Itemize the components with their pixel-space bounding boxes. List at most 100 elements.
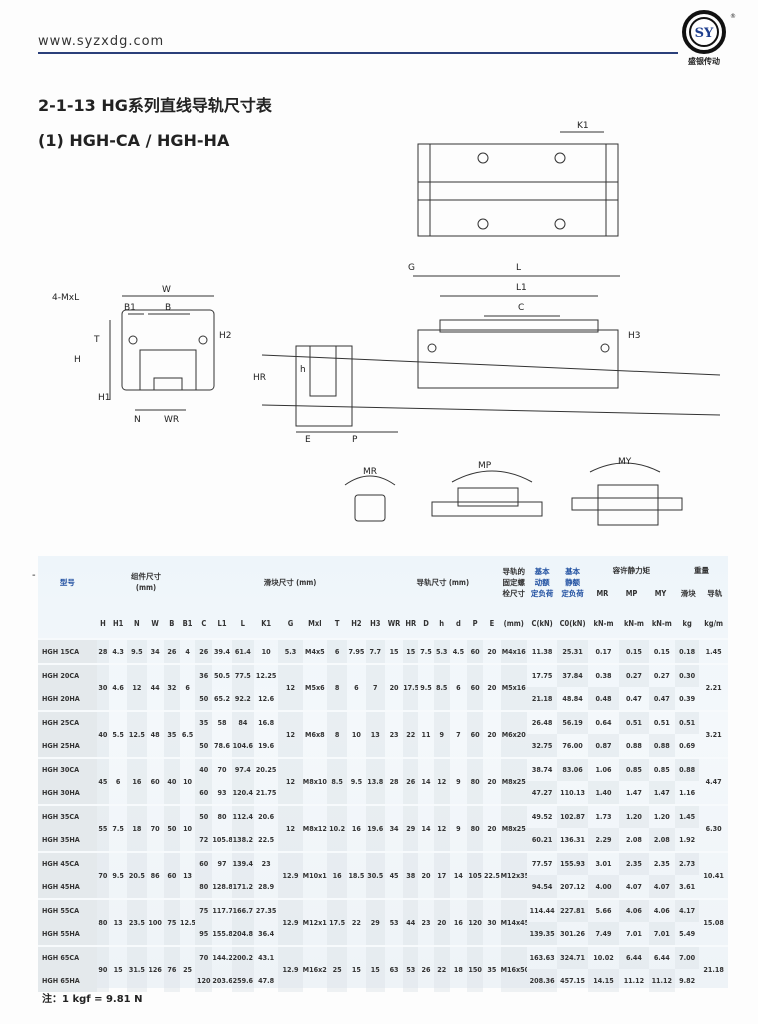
moment-label: 容许静力矩	[612, 566, 651, 575]
cell-l1: 144.2	[212, 944, 232, 969]
cell-d: 26	[418, 944, 434, 992]
cell-ckn: 208.36	[526, 969, 558, 992]
cell-ckn: 11.38	[526, 638, 558, 664]
cell-t: 17.5	[327, 897, 348, 946]
cell-p: 120	[467, 897, 484, 946]
cell-h3: 15	[365, 944, 385, 992]
cell-l1: 155.8	[212, 928, 232, 938]
model-cell: HGH 25CA	[38, 709, 97, 734]
website-url[interactable]: www.syzxdg.com	[38, 34, 165, 49]
cell-l: 138.2	[231, 828, 254, 852]
col-header: K1	[261, 618, 272, 628]
cell-mp: 2.08	[625, 834, 642, 844]
cell-n: 23.5	[127, 897, 147, 946]
cell-mp: 0.15	[619, 638, 649, 664]
cell-d: 14	[449, 850, 468, 899]
cell-ckn: 32.75	[526, 734, 558, 758]
cell-bolt: M12x35	[500, 850, 527, 899]
header-rule	[38, 52, 678, 54]
svg-text:H1: H1	[98, 393, 111, 403]
col-group-static-load: 基本 静额 定负荷	[561, 566, 584, 598]
cell-mp: 7.01	[625, 928, 642, 938]
cell-c0: 324.71	[557, 944, 588, 969]
page-title: 2-1-13 HG系列直线导轨尺寸表	[38, 96, 272, 115]
cell-wr: 63	[384, 944, 404, 992]
cell-hr: 26	[403, 756, 419, 805]
cell-k1: 20.25	[253, 756, 279, 781]
cell-b: 76	[163, 944, 180, 992]
cell-kg: 0.88	[674, 756, 700, 781]
cell-k1: 22.5	[258, 834, 275, 844]
cell-kg: 1.92	[679, 834, 696, 844]
cell-c: 95	[195, 922, 213, 946]
col-header: (mm)	[503, 618, 524, 628]
cell-d: 9.5	[418, 662, 434, 711]
cell-e: 20	[483, 662, 501, 711]
svg-text:®: ®	[730, 13, 736, 20]
cell-bolt: M8x25	[500, 756, 527, 805]
cell-h: 80	[96, 897, 109, 946]
cell-k1: 47.8	[258, 975, 275, 985]
cell-g: 12.9	[278, 944, 303, 992]
cell-mp: 2.35	[619, 850, 649, 875]
cell-l1: 97	[212, 850, 232, 875]
col-header: WR	[387, 618, 401, 628]
cell-kg: 9.82	[679, 975, 696, 985]
cell-mp: 4.07	[625, 881, 642, 891]
cell-d: 7	[449, 709, 468, 758]
cell-h2: 16	[347, 803, 366, 852]
col-header: H3	[370, 618, 381, 628]
cell-l: 120.4	[231, 781, 254, 805]
cell-mxl: M4x5	[302, 638, 328, 664]
model-cell: HGH 30HA	[38, 781, 97, 805]
cell-n: 16	[127, 756, 147, 805]
cell-mr: 0.87	[587, 734, 620, 758]
cell-rail_kg: 4.47	[699, 756, 728, 805]
cell-g: 12	[278, 756, 303, 805]
cell-p: 80	[467, 756, 484, 805]
cell-c0: 76.00	[562, 740, 583, 750]
model-cell: HGH 20CA	[38, 662, 97, 687]
cell-b1: 13	[179, 850, 196, 899]
cell-mp: 6.44	[619, 944, 649, 969]
cell-mp: 1.47	[625, 787, 642, 797]
svg-text:C: C	[518, 303, 524, 313]
col-header: kg	[682, 618, 692, 628]
cell-h: 20	[433, 897, 450, 946]
cell-k1: 19.6	[258, 740, 275, 750]
cell-ckn: 163.63	[526, 944, 558, 969]
technical-drawings: K1 G L L1 C H3 h HR E P W B1 B 4-MxL T H…	[52, 121, 721, 526]
cell-k1: 27.35	[253, 897, 279, 922]
cell-d: 11	[418, 709, 434, 758]
cell-h2: 9.5	[347, 756, 366, 805]
cell-d: 14	[418, 756, 434, 805]
col-header: G	[287, 618, 294, 628]
svg-text:L: L	[516, 263, 521, 273]
company-logo: SY ® 盛银传动	[682, 10, 736, 66]
svg-text:K1: K1	[577, 121, 589, 131]
model-cell: HGH 65HA	[38, 969, 97, 992]
cell-hr: 22	[403, 709, 419, 758]
cell-p: 60	[467, 638, 484, 664]
cell-mr: 10.02	[587, 944, 620, 969]
cell-mr: 4.00	[587, 875, 620, 899]
cell-mr: 0.64	[587, 709, 620, 734]
cell-l: 204.8	[231, 922, 254, 946]
cell-my: 4.06	[648, 897, 675, 922]
cell-l1: 128.8	[212, 881, 232, 891]
model-cell: HGH 45CA	[38, 850, 97, 875]
cell-d: 9	[449, 756, 468, 805]
svg-text:MP: MP	[478, 461, 492, 471]
cell-my: 2.35	[648, 850, 675, 875]
cell-h1: 4.6	[109, 662, 128, 711]
cell-h: 40	[96, 709, 109, 758]
cell-t: 25	[327, 944, 348, 992]
cell-c0: 301.26	[560, 928, 586, 938]
cell-g: 12.9	[278, 897, 303, 946]
cell-ckn: 60.21	[526, 828, 558, 852]
cell-b1: 10	[179, 803, 196, 852]
cell-mp: 4.06	[619, 897, 649, 922]
